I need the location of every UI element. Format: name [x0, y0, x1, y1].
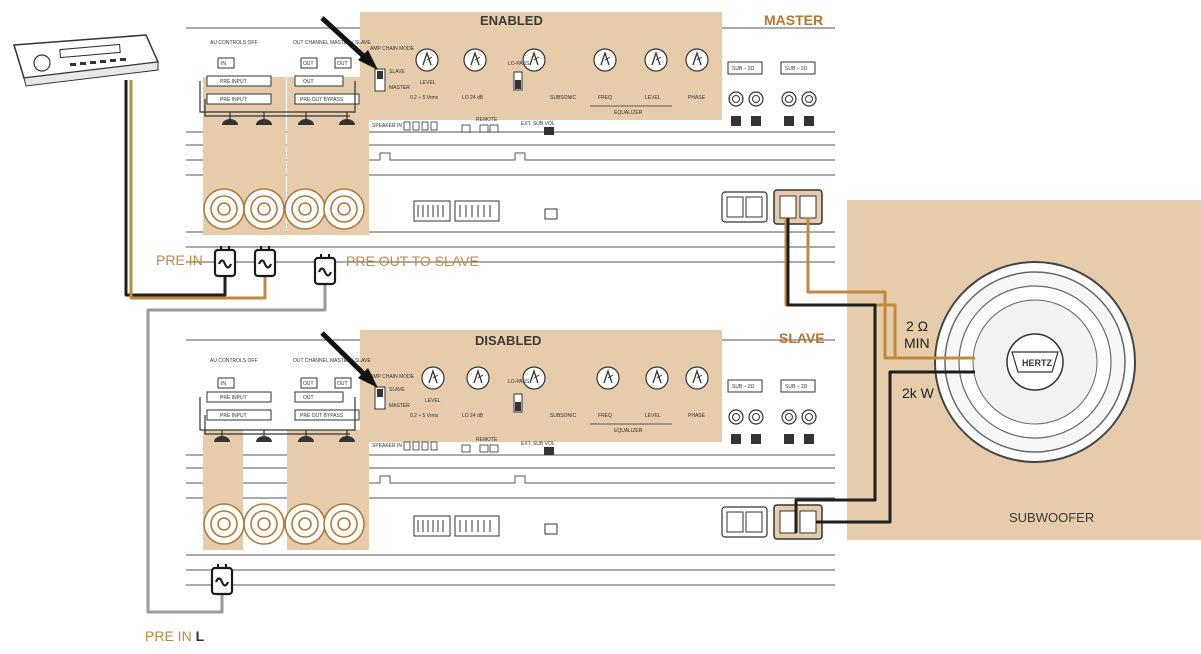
- slave-lo-db-label: LO 24 dB: [462, 413, 484, 419]
- pre-in-label: PRE IN: [156, 252, 203, 268]
- master-speaker-in-label: SPEAKER IN: [372, 123, 402, 129]
- slave-speaker-in-label: SPEAKER IN: [372, 443, 402, 449]
- slave-out-label-2: OUT: [337, 381, 348, 387]
- slave-pre-in-plug: [210, 562, 234, 596]
- master-out-label-1: OUT: [303, 61, 314, 67]
- master-phase-label: PHASE: [688, 95, 706, 101]
- master-in-label: IN: [221, 61, 226, 67]
- master-slave-switch-label: SLAVE: [389, 69, 405, 75]
- cables: [124, 80, 975, 614]
- master-lo-db-label: LO 24 dB: [462, 95, 484, 101]
- subwoofer-label: SUBWOOFER: [1009, 510, 1094, 525]
- master-equalizer-label: EQUALIZER: [614, 110, 643, 116]
- slave-sub-label-1: SUB – 2Ω: [732, 384, 755, 390]
- slave-subsonic-label: SUBSONIC: [550, 413, 577, 419]
- slave-level-label: LEVEL: [425, 398, 441, 404]
- master-remote-label: REMOTE: [476, 117, 498, 123]
- slave-in-label: IN: [221, 381, 226, 387]
- impedance-label: 2 Ω: [906, 318, 928, 334]
- master-amp-chain-mode-label: AMP CHAIN MODE: [370, 46, 415, 52]
- slave-pre-input-label-1: PRE INPUT: [220, 395, 247, 401]
- master-out-label-3: OUT: [303, 79, 314, 85]
- slave-out-label-1: OUT: [303, 381, 314, 387]
- slave-pre-input-label-2: PRE INPUT: [220, 413, 247, 419]
- master-master-switch-label: MASTER: [389, 85, 410, 91]
- slave-slave-switch-label: SLAVE: [389, 387, 405, 393]
- master-sub-label-2: SUB – 2Ω: [785, 66, 808, 72]
- master-arrow-icon: [320, 16, 372, 64]
- slave-eq-level-label: LEVEL: [645, 413, 661, 419]
- pre-in-plug-left: [213, 244, 237, 278]
- power-label: 2k W: [902, 385, 935, 401]
- pre-in-plug-right: [253, 244, 277, 278]
- master-subsonic-label: SUBSONIC: [550, 95, 577, 101]
- slave-amplifier: AU CONTROLS OFF OUT CHANNEL MASTER / SLA…: [186, 330, 835, 586]
- master-pre-out-bypass-label: PRE OUT BYPASS: [300, 97, 344, 103]
- master-title: MASTER: [764, 12, 823, 28]
- slave-equalizer-label: EQUALIZER: [614, 428, 643, 434]
- master-freq-label: FREQ: [598, 95, 612, 101]
- master-lo-pass-label: LO-PASS: [508, 61, 530, 67]
- master-out-channel-label: OUT CHANNEL MASTER / SLAVE: [293, 40, 371, 46]
- slave-level-range-label: 0.2 ÷ 5 Vrms: [410, 413, 439, 419]
- slave-sub-label-2: SUB – 2Ω: [785, 384, 808, 390]
- master-amplifier: AU CONTROLS OFF OUT CHANNEL MASTER / SLA…: [186, 12, 835, 263]
- slave-title: SLAVE: [779, 330, 825, 346]
- slave-status-label: DISABLED: [475, 333, 541, 348]
- master-status-label: ENABLED: [480, 13, 543, 28]
- slave-phase-label: PHASE: [688, 413, 706, 419]
- pre-out-plug: [313, 252, 337, 286]
- slave-au-controls-label: AU CONTROLS OFF: [210, 358, 258, 364]
- master-sub-label-1: SUB – 2Ω: [732, 66, 755, 72]
- pre-in-l-label: PRE IN L: [145, 628, 205, 644]
- slave-master-switch-label: MASTER: [389, 403, 410, 409]
- master-ext-sub-vol-label: EXT. SUB VOL: [521, 121, 555, 127]
- master-out-label-2: OUT: [337, 61, 348, 67]
- master-level-label: LEVEL: [420, 80, 436, 86]
- car-radio: [13, 34, 160, 87]
- slave-freq-label: FREQ: [598, 413, 612, 419]
- slave-out-label-3: OUT: [303, 395, 314, 401]
- slave-ext-sub-vol-label: EXT. SUB VOL: [521, 441, 555, 447]
- master-eq-level-label: LEVEL: [645, 95, 661, 101]
- slave-lo-pass-label: LO-PASS: [508, 379, 530, 385]
- pre-out-to-slave-label: PRE OUT TO SLAVE: [346, 253, 479, 269]
- impedance-min-label: MIN: [904, 335, 930, 351]
- slave-out-channel-label: OUT CHANNEL MASTER / SLAVE: [293, 358, 371, 364]
- slave-arrow-icon: [320, 331, 372, 382]
- subwoofer-brand-logo: HERTZ: [1022, 358, 1052, 368]
- master-pre-input-label-2: PRE INPUT: [220, 97, 247, 103]
- slave-pre-out-bypass-label: PRE OUT BYPASS: [300, 413, 344, 419]
- slave-amp-chain-mode-label: AMP CHAIN MODE: [370, 374, 415, 380]
- master-level-range-label: 0.2 ÷ 5 Vrms: [410, 95, 439, 101]
- slave-remote-label: REMOTE: [476, 437, 498, 443]
- subwoofer: HERTZ SUBWOOFER 2 Ω MIN 2k W: [847, 200, 1201, 540]
- master-au-controls-label: AU CONTROLS OFF: [210, 40, 258, 46]
- master-pre-input-label-1: PRE INPUT: [220, 79, 247, 85]
